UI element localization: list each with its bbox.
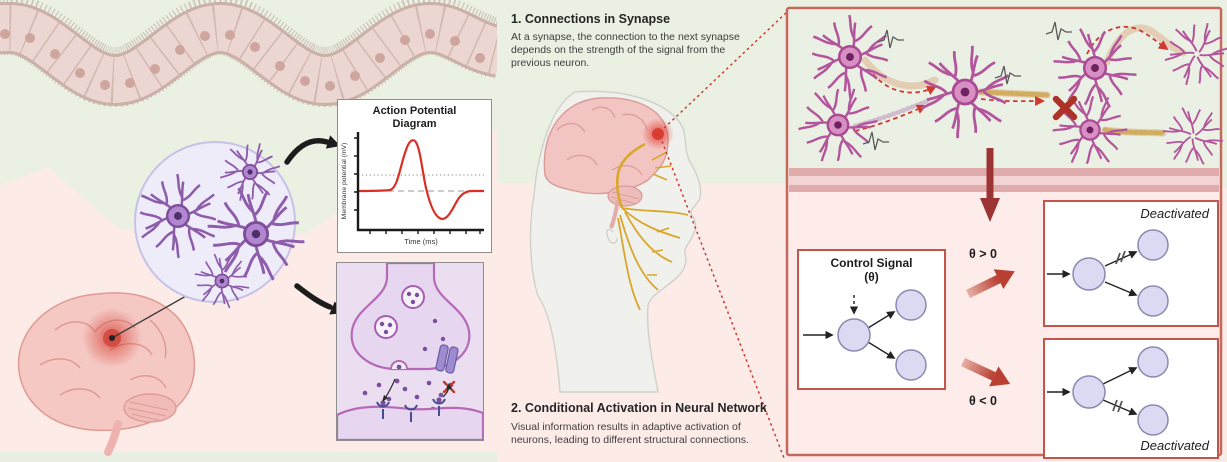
action-potential-plot: Membrane potential (mV) Time (ms) [341, 132, 484, 246]
deactivated-label-bottom: Deactivated [1140, 438, 1209, 453]
network-graph-bottom [1047, 346, 1169, 436]
theta-negative-arrow-icon [961, 357, 1011, 387]
brainstem [104, 420, 122, 456]
theta-negative-label: θ < 0 [969, 394, 997, 408]
deactivated-box-bottom: Deactivated [1043, 338, 1219, 459]
section-2-heading: 2. Conditional Activation in Neural Netw… [511, 401, 767, 415]
down-arrow-icon [980, 148, 1000, 222]
action-potential-curve [357, 139, 484, 221]
ear-outline [606, 228, 618, 244]
head-profile-illustration [529, 11, 787, 459]
control-signal-label: Control Signal (θ) [830, 256, 913, 284]
tissue-cell-nuclei [0, 29, 485, 91]
synaptic-vesicles [374, 285, 425, 339]
magnifier-connector-line [111, 295, 187, 339]
graph-nodes [1072, 229, 1169, 317]
graph-nodes [1072, 346, 1169, 436]
section-1-body: At a synapse, the connection to the next… [511, 31, 740, 70]
curved-arrow-to-chart-icon [284, 135, 341, 165]
plot-axes [356, 132, 484, 232]
spike-waveform-icons [862, 21, 1072, 151]
synapse-illustration [337, 263, 483, 440]
deactivated-slash-mark [1112, 399, 1123, 413]
brain-illustration [17, 292, 196, 456]
trigeminal-nerve [615, 142, 689, 311]
synapse-illustration-box [336, 262, 484, 441]
deactivated-slash-mark [1115, 250, 1126, 265]
zoom-dotted-line-top [659, 11, 787, 133]
neuron-network-illustration [788, 13, 1227, 180]
diffusion-arrows [382, 378, 452, 402]
presynaptic-terminal [350, 263, 471, 371]
brain-in-head [543, 97, 669, 229]
zoom-dotted-line-bottom [659, 135, 785, 459]
action-potential-box: Action Potential Diagram Membrane potent… [337, 99, 492, 253]
left-bottom-strip [0, 452, 497, 462]
control-signal-box: Control Signal (θ) [797, 249, 946, 390]
deactivated-box-top: Deactivated [1043, 200, 1219, 327]
epithelial-tissue-illustration [0, 0, 497, 108]
blocked-connection-x-icon [1052, 95, 1078, 121]
theta-positive-label: θ > 0 [969, 247, 997, 261]
action-potential-title: Action Potential Diagram [372, 105, 457, 130]
postsynaptic-membrane [337, 405, 483, 440]
signal-flow-arrows [854, 25, 1169, 132]
ap-ylabel: Membrane potential (mV) [341, 143, 348, 220]
receptors [376, 397, 446, 422]
theta-positive-arrow-icon [966, 269, 1015, 299]
control-graph [803, 289, 927, 381]
magnifier-anchor-dot [109, 335, 115, 341]
graph-nodes [837, 289, 927, 381]
network-graph-top [1047, 229, 1169, 317]
section-1-heading: 1. Connections in Synapse [511, 12, 671, 26]
membrane-band [789, 168, 1219, 192]
membrane-transporter [435, 344, 459, 374]
section-2-body: Visual information results in adaptive a… [511, 421, 749, 447]
deactivated-label-top: Deactivated [1140, 206, 1209, 221]
neuron-magnified-circle [134, 133, 322, 315]
ap-xlabel: Time (ms) [404, 237, 438, 246]
